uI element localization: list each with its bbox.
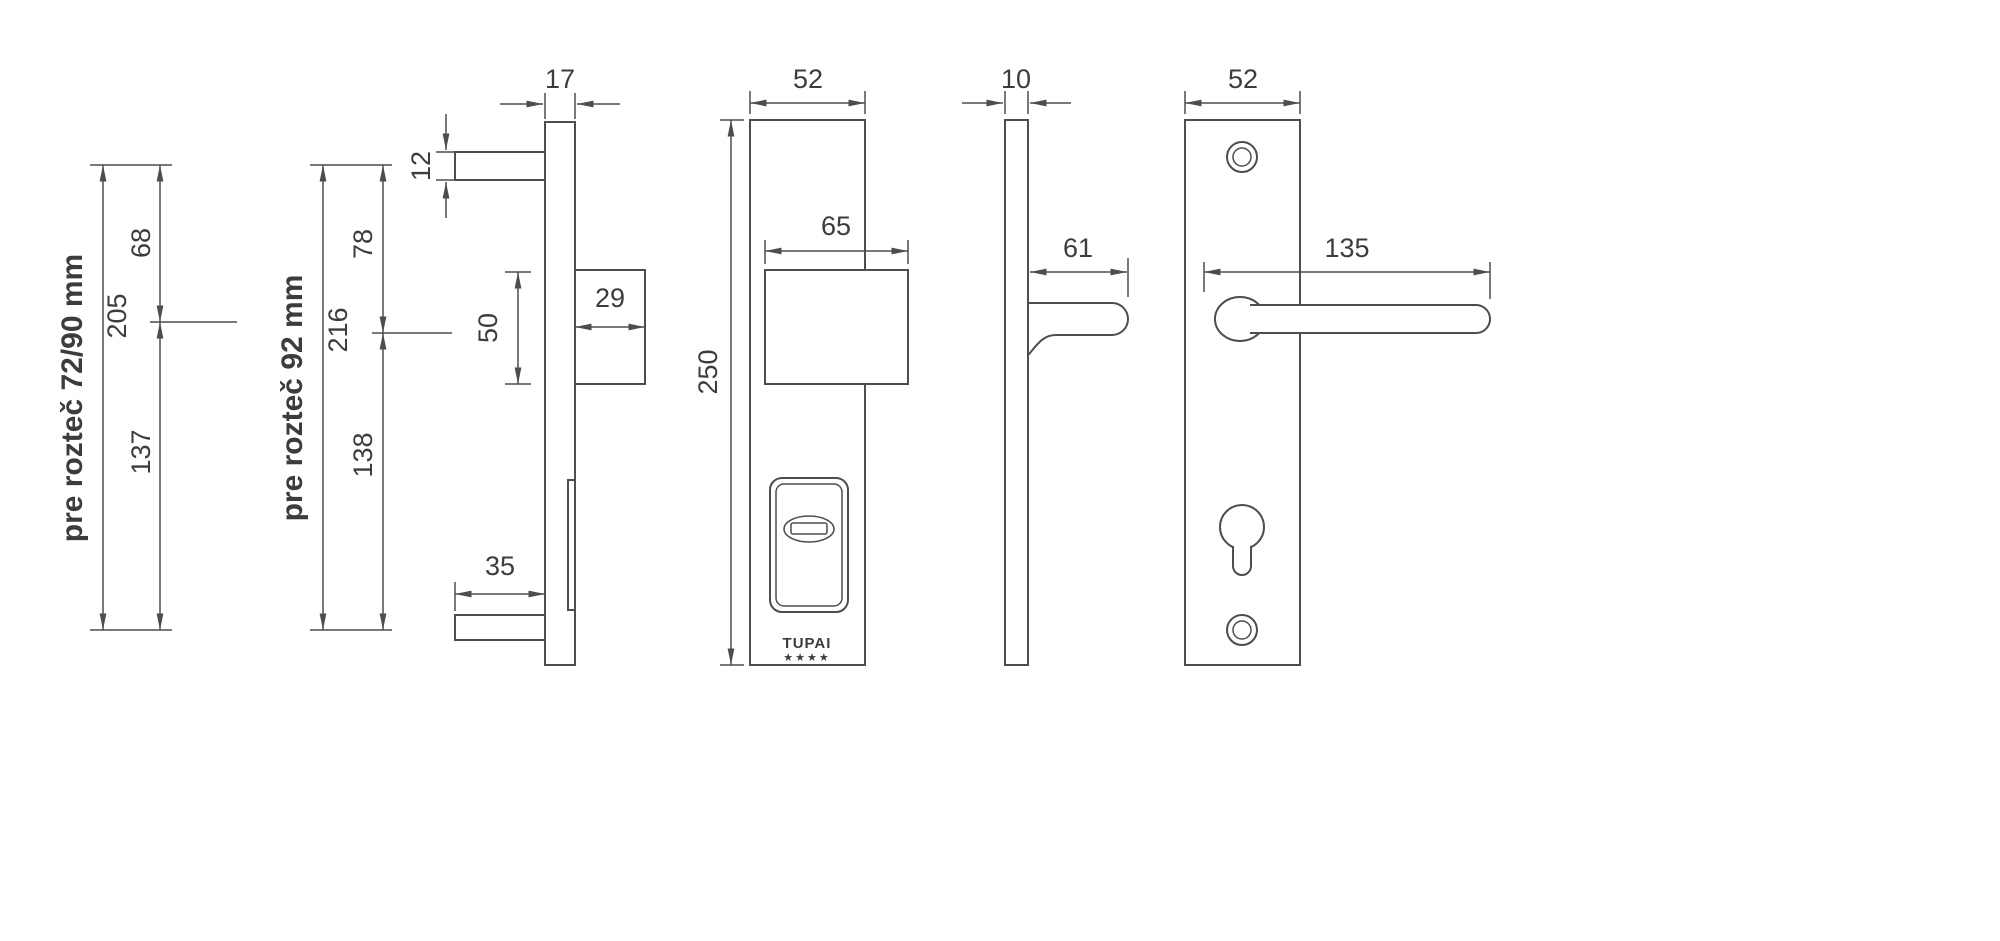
brand-stars: ★★★★ [783,652,830,664]
dimension-value-plate-height: 250 [693,349,723,394]
dimension-value-projection: 61 [1063,233,1093,263]
knob-front-outline [764,269,909,385]
dimension-value-knob-height: 50 [473,313,503,343]
dimension-value-upper: 78 [348,229,378,259]
cylinder-cover-side-outline [567,479,576,611]
lever-fitting-side-view: 10 61 [962,64,1129,666]
spacing-title-92: pre rozteč 92 mm [276,275,309,522]
security-escutcheon-inner [775,483,843,607]
dimension-value-plate-width: 52 [1228,64,1258,94]
dimension-value-bolt-length: 35 [485,551,515,581]
dimension-value-lever-length: 135 [1324,233,1369,263]
cylinder-cover-slot [790,522,828,535]
bottom-screw-hole-outer [1226,614,1258,646]
top-screw-hole-outer [1226,141,1258,173]
security-escutcheon-outer [769,477,849,613]
dimension-value-knob-width: 65 [821,211,851,241]
spindle-side-outline [454,151,546,181]
spacing-dimensions-72-90: pre rozteč 72/90 mm 205 68 137 [56,164,237,631]
lever-fitting-front-view: 52 135 [1184,64,1491,666]
pz-cylinder-keyhole-slot [1232,546,1252,576]
knob-fitting-side-view: 17 12 29 50 35 [406,64,646,666]
slim-plate-side-outline [1004,119,1029,666]
lever-handle-front-outline [1250,304,1491,334]
dimension-value-plate-width: 52 [793,64,823,94]
cylinder-cover-oval [783,515,835,543]
lower-bolt-side-outline [454,614,546,641]
spacing-title-72-90: pre rozteč 72/90 mm [56,254,89,542]
dimension-value-spindle-height: 12 [406,151,436,181]
dimension-value-knob-depth: 29 [595,283,625,313]
top-screw-hole-inner [1232,147,1252,167]
dimension-value-plate-depth: 17 [545,64,575,94]
dimension-value-upper: 68 [126,228,156,258]
dimension-value-total: 216 [323,307,353,352]
lever-handle-side-outline [1027,302,1129,358]
bottom-screw-hole-inner [1232,620,1252,640]
brand-logo-text: TUPAI [783,635,832,652]
pz-cylinder-hole-circle [1219,504,1265,550]
dimension-value-plate-depth: 10 [1001,64,1031,94]
dimension-value-total: 205 [102,293,132,338]
dimension-value-lower: 137 [126,429,156,474]
knob-fitting-front-view: 52 250 65 TUPAI ★★★★ [693,64,909,666]
dimension-value-lower: 138 [348,432,378,477]
spacing-dimensions-92: pre rozteč 92 mm 216 78 138 [276,164,452,631]
backplate-front-outline [1184,119,1301,666]
